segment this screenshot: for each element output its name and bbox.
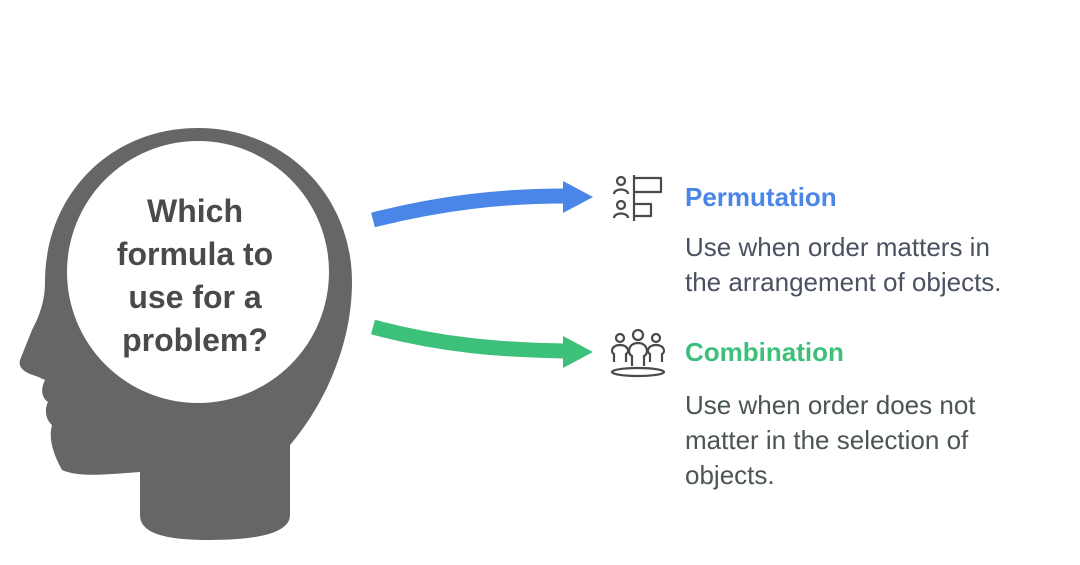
option-description-line: Use when order does not (685, 390, 976, 420)
option-description: Use when order matters in the arrangemen… (685, 230, 1065, 300)
ranked-people-icon (612, 175, 663, 221)
option-title: Combination (685, 337, 844, 367)
combination-arrow (371, 319, 593, 368)
permutation-arrow (371, 181, 593, 228)
option-description-line: matter in the selection of (685, 425, 969, 455)
central-question-line: use for a (128, 279, 262, 315)
group-people-icon (610, 328, 666, 378)
option-description: Use when order does not matter in the se… (685, 388, 1065, 493)
option-description-line: Use when order matters in (685, 232, 990, 262)
central-question-line: problem? (122, 322, 268, 358)
central-question-line: Which (147, 193, 243, 229)
central-question: Which formula to use for a problem? (80, 190, 310, 362)
option-description-line: objects. (685, 460, 775, 490)
head-silhouette-icon (19, 128, 352, 540)
central-question-line: formula to (116, 236, 274, 272)
thought-circle (67, 141, 329, 403)
option-description-line: the arrangement of objects. (685, 267, 1002, 297)
option-title: Permutation (685, 182, 837, 212)
